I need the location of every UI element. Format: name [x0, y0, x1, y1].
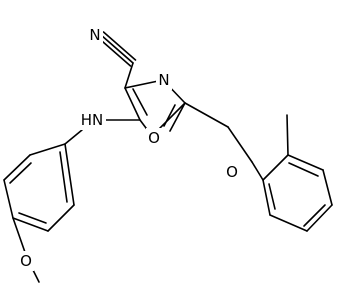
svg-text:O: O — [226, 163, 238, 181]
svg-text:HN: HN — [81, 111, 104, 129]
atom-ether-o: O — [224, 162, 240, 182]
ether-linker — [184, 102, 264, 181]
methoxyphenyl-ring — [3, 143, 75, 283]
svg-text:O: O — [148, 129, 160, 147]
oxazole-ring — [124, 62, 186, 137]
tolyl-ring — [262, 114, 333, 232]
atom-ring-o: O — [146, 128, 162, 148]
atom-ring-n: N — [156, 70, 172, 90]
svg-text:N: N — [89, 26, 100, 44]
atom-nitrile-n: N — [87, 25, 103, 45]
nitrile-group — [97, 31, 137, 67]
svg-text:O: O — [20, 252, 32, 270]
atom-methoxy-o: O — [18, 251, 34, 271]
amine-linker — [64, 119, 141, 145]
svg-text:N: N — [158, 71, 169, 89]
atom-nh: HN — [78, 110, 106, 130]
